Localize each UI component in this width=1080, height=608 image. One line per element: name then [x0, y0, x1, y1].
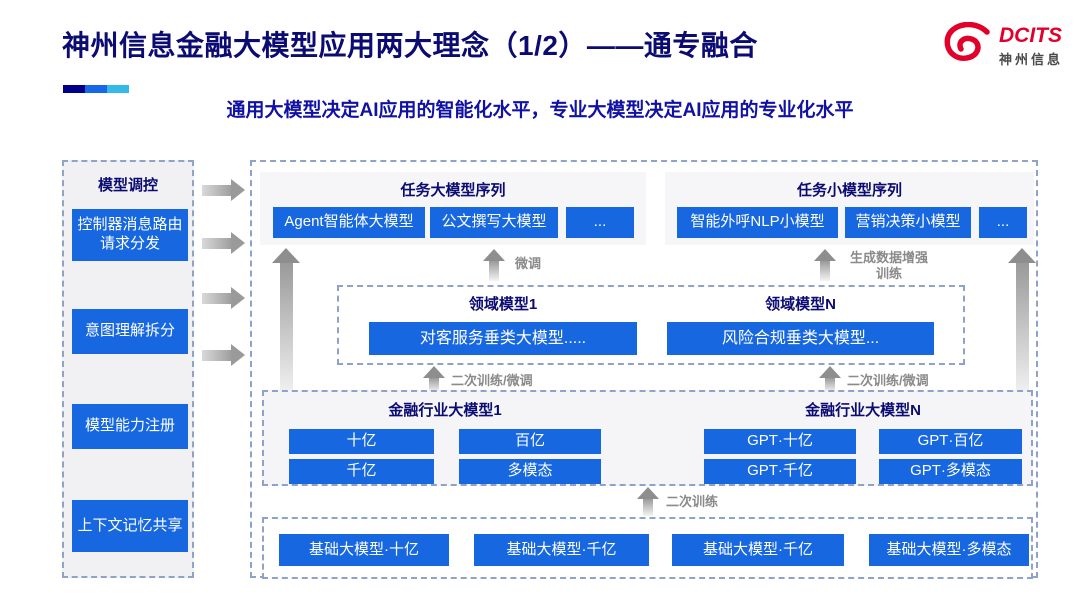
industry-group-n-title: 金融行业大模型N — [805, 402, 921, 419]
finetune-arrow-icon — [483, 249, 505, 281]
chip-gpt-1b-model: GPT·十亿 — [704, 429, 856, 454]
domain-models-box: 领域模型1 对客服务垂类大模型..... 领域模型N 风险合规垂类大模型... — [337, 285, 965, 365]
accent-bar — [63, 85, 129, 93]
chip-marketing-decision-model: 营销决策小模型 — [845, 207, 971, 238]
industry-group-1: 金融行业大模型1 十亿 百亿 千亿 多模态 — [289, 399, 601, 484]
secondary-train-bottom-label: 二次训练 — [666, 494, 719, 509]
chip-gpt-multimodal-model: GPT·多模态 — [879, 459, 1022, 484]
domain-group-n-title: 领域模型N — [765, 296, 836, 313]
base-model-chip-1: 基础大模型·十亿 — [279, 534, 449, 566]
task-large-models-box: 任务大模型序列 Agent智能体大模型 公文撰写大模型 ... — [260, 172, 646, 245]
model-control-panel: 模型调控 控制器消息路由请求分发 意图理解拆分 模型能力注册 上下文记忆共享 — [62, 160, 194, 578]
chip-100b-model: 千亿 — [289, 459, 434, 484]
chip-customer-service-model: 对客服务垂类大模型..... — [369, 322, 637, 355]
task-small-models-box: 任务小模型序列 智能外呼NLP小模型 营销决策小模型 ... — [665, 172, 1034, 245]
base-model-chip-2: 基础大模型·千亿 — [474, 534, 649, 566]
task-small-models-title: 任务小模型序列 — [796, 182, 902, 199]
chip-agent-large-model: Agent智能体大模型 — [273, 207, 425, 238]
secondary-train-right-label: 二次训练/微调 — [847, 373, 929, 388]
chip-outbound-nlp-model: 智能外呼NLP小模型 — [677, 207, 838, 238]
industry-models-box: 金融行业大模型1 十亿 百亿 千亿 多模态 金融行业大模型N GPT·十亿 GP… — [262, 390, 1033, 486]
logo-brand-cn: 神州信息 — [999, 52, 1064, 67]
logo-brand-text: DCITS — [999, 24, 1062, 47]
sidebar-item-controller-routing: 控制器消息路由请求分发 — [72, 209, 188, 261]
secondary-train-left-label: 二次训练/微调 — [451, 373, 533, 388]
gen-augment-arrow-icon — [814, 249, 836, 281]
sidebar-item-capability-register: 模型能力注册 — [72, 404, 188, 449]
task-large-models-title: 任务大模型序列 — [400, 182, 506, 199]
domain-group-n: 领域模型N 风险合规垂类大模型... — [667, 293, 934, 355]
accent-bar-segment — [85, 85, 107, 93]
base-models-box: 基础大模型·十亿 基础大模型·千亿 基础大模型·千亿 基础大模型·多模态 — [262, 517, 1033, 579]
dcits-swirl-icon — [942, 21, 992, 71]
sidebar-item-intent-split: 意图理解拆分 — [72, 309, 188, 354]
chip-more-small-models: ... — [979, 207, 1027, 238]
industry-group-n: 金融行业大模型N GPT·十亿 GPT·百亿 GPT·千亿 GPT·多模态 — [704, 399, 1022, 484]
base-model-chip-3: 基础大模型·千亿 — [672, 534, 844, 566]
sidebar-flow-arrow-icon — [202, 232, 245, 254]
upflow-arrow-right-icon — [1008, 248, 1036, 398]
sidebar-item-context-memory: 上下文记忆共享 — [72, 500, 188, 552]
sidebar-flow-arrow-icon — [202, 179, 245, 201]
gen-augment-label: 生成数据增强训练 — [849, 250, 928, 281]
domain-group-1-title: 领域模型1 — [468, 296, 538, 313]
chip-more-large-models: ... — [566, 207, 634, 238]
secondary-train-left-arrow-icon — [423, 366, 445, 392]
secondary-train-right-arrow-icon — [819, 366, 841, 392]
finetune-label: 微调 — [515, 256, 542, 271]
chip-gpt-10b-model: GPT·百亿 — [879, 429, 1022, 454]
base-model-chip-4: 基础大模型·多模态 — [869, 534, 1029, 566]
chip-gpt-100b-model: GPT·千亿 — [704, 459, 856, 484]
panel-title: 模型调控 — [97, 177, 158, 194]
model-architecture-diagram: 任务大模型序列 Agent智能体大模型 公文撰写大模型 ... 任务小模型序列 … — [250, 160, 1038, 579]
industry-group-1-title: 金融行业大模型1 — [388, 402, 502, 419]
slide-subtitle: 通用大模型决定AI应用的智能化水平，专业大模型决定AI应用的专业化水平 — [226, 100, 854, 121]
secondary-train-bottom-arrow-icon — [637, 487, 659, 516]
sidebar-flow-arrow-icon — [202, 287, 245, 309]
chip-document-writing-model: 公文撰写大模型 — [430, 207, 558, 238]
sidebar-flow-arrow-icon — [202, 344, 245, 366]
chip-10b-model: 百亿 — [459, 429, 601, 454]
accent-bar-segment — [63, 85, 85, 93]
page-title: 神州信息金融大模型应用两大理念（1/2）——通专融合 — [62, 30, 758, 61]
chip-1b-model: 十亿 — [289, 429, 434, 454]
domain-group-1: 领域模型1 对客服务垂类大模型..... — [369, 293, 637, 355]
upflow-arrow-left-icon — [272, 248, 300, 398]
accent-bar-segment — [107, 85, 129, 93]
dcits-logo: DCITS 神州信息 — [942, 21, 1064, 71]
chip-multimodal-model: 多模态 — [459, 459, 601, 484]
chip-risk-compliance-model: 风险合规垂类大模型... — [667, 322, 934, 355]
